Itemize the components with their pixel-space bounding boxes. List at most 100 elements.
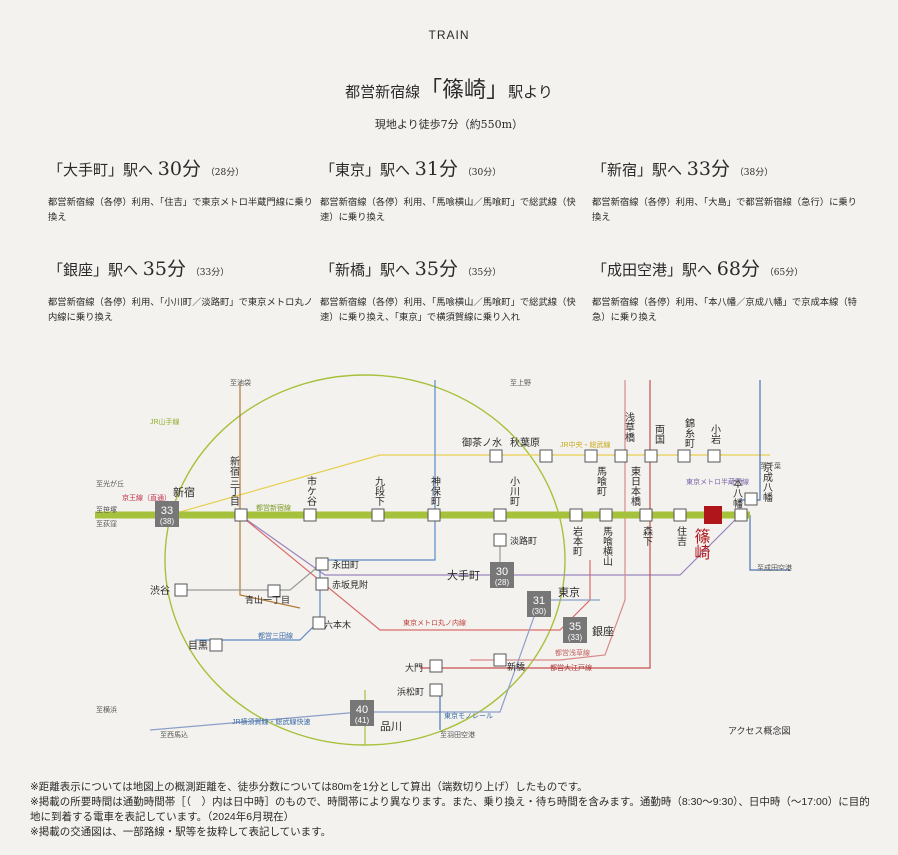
station-higashinihombashi: 東日本橋	[629, 465, 641, 507]
station-marker-kinshicho	[677, 449, 691, 463]
station-marker-iwamotocho	[569, 508, 583, 522]
station-aoyama: 青山一丁目	[245, 594, 290, 606]
terminal-chiba: 至千葉	[760, 461, 781, 470]
station-marker-jimbocho	[427, 508, 441, 522]
route-ginza: 「銀座」駅へ 35分 （33分） 都営新宿線（各停）利用、「小川町／淡路町」で東…	[48, 254, 313, 325]
route-minutes: 68分	[716, 258, 760, 280]
badge-tokyo: 31 (30)	[527, 591, 551, 617]
route-daytime: （33分）	[190, 268, 230, 278]
oedo-line	[420, 380, 651, 669]
route-desc: 都営新宿線（各停）利用、「住吉」で東京メトロ半蔵門線に乗り換え	[48, 197, 313, 223]
station-marker-akihabara	[539, 449, 553, 463]
route-dest: 「東京」駅へ	[320, 161, 411, 179]
route-daytime: （30分）	[462, 168, 502, 178]
route-dest: 「新橋」駅へ	[320, 261, 411, 279]
station-marker-motoyawata	[734, 508, 748, 522]
station-kudanshita: 九段下	[373, 476, 385, 507]
section-label: TRAIN	[428, 28, 470, 42]
badge-daytime: (41)	[355, 716, 370, 725]
badge-daytime: (30)	[532, 607, 547, 616]
badge-minutes: 31	[533, 595, 545, 607]
label-mita: 都営三田線	[258, 631, 293, 640]
route-dest: 「新宿」駅へ	[592, 161, 683, 179]
terminal-ikebukuro: 至池袋	[230, 378, 251, 387]
map-caption: アクセス概念図	[728, 725, 791, 736]
station-marker-shibuya	[174, 583, 188, 597]
badge-minutes: 33	[161, 505, 173, 517]
route-desc: 都営新宿線（各停）利用、「馬喰横山／馬喰町」で総武線（快速）に乗り換え、「東京」…	[320, 297, 576, 323]
station-motoyawata: 本八幡	[731, 477, 743, 509]
terminal-haneda: 至羽田空港	[440, 730, 475, 739]
station-marker-ochanomizu	[489, 449, 503, 463]
connector-shibuya	[180, 564, 321, 591]
station-marker-kudanshita	[371, 508, 385, 522]
terminal-hikarigaoka: 至光が丘	[96, 479, 124, 488]
station-marker-daimon	[429, 659, 443, 673]
station-shinjuku: 新宿	[173, 485, 195, 499]
headline-suffix: 駅より	[508, 83, 553, 101]
station-nagatacho: 永田町	[332, 559, 359, 571]
route-daytime: （28分）	[205, 168, 245, 178]
station-ochanomizu: 御茶ノ水	[462, 436, 502, 449]
station-marker-ogawamachi	[493, 508, 507, 522]
footnotes: ※距離表示については地図上の概測距離を、徒歩分数については80mを1分として算出…	[30, 780, 870, 840]
badge-shinjuku: 33 (38)	[155, 501, 179, 527]
station-marker-shinozaki	[704, 506, 722, 524]
terminal-ueno: 至上野	[510, 378, 531, 387]
route-dest: 「成田空港」駅へ	[592, 261, 713, 279]
label-hanzomon: 東京メトロ半蔵門線	[686, 477, 749, 486]
station-otemachi: 大手町	[447, 568, 480, 582]
label-yokosuka: JR横須賀線・総武線快速	[232, 717, 311, 726]
station-marker-ryogoku	[614, 449, 628, 463]
route-minutes: 35分	[142, 258, 186, 280]
station-kinshicho: 錦糸町	[683, 417, 695, 448]
station-bakuroyokoyama: 馬喰横山	[601, 526, 613, 566]
station-marker-meguro	[209, 638, 223, 652]
route-desc: 都営新宿線（各停）利用、「本八幡／京成八幡」で京成本線（特急）に乗り換え	[592, 297, 857, 323]
station-marker-awajicho	[493, 533, 507, 547]
badge-minutes: 40	[356, 704, 368, 716]
badge-shinagawa: 40 (41)	[350, 700, 374, 726]
label-marunouchi: 東京メトロ丸ノ内線	[403, 618, 466, 627]
route-daytime: （35分）	[462, 268, 502, 278]
label-shinjuku-line: 都営新宿線	[256, 503, 291, 512]
headline: 都営新宿線「篠崎」駅より	[0, 72, 898, 104]
badge-minutes: 35	[569, 621, 581, 633]
route-tokyo: 「東京」駅へ 31分 （30分） 都営新宿線（各停）利用、「馬喰横山／馬喰町」で…	[320, 154, 585, 225]
label-monorail: 東京モノレール	[444, 711, 493, 720]
footnote: ※掲載の交通図は、一部路線・駅等を抜粋して表記しています。	[30, 826, 332, 838]
station-marker-bakuroyokoyama	[599, 508, 613, 522]
label-chuo-sobu: JR中央・総武線	[560, 440, 611, 449]
station-marker-koiwa	[707, 449, 721, 463]
headline-line: 都営新宿線	[345, 83, 421, 101]
asakusa-line	[470, 380, 626, 661]
station-marker-shimbashi	[493, 653, 507, 667]
headline-station: 「篠崎」	[420, 78, 509, 103]
station-shibuya: 渋谷	[150, 584, 170, 597]
station-shinozaki: 篠崎	[692, 528, 711, 560]
badge-daytime: (28)	[495, 578, 510, 587]
route-desc: 都営新宿線（各停）利用、「馬喰横山／馬喰町」で総武線（快速）に乗り換え	[320, 197, 576, 223]
walk-note: 現地より徒歩7分（約550m）	[374, 118, 524, 131]
chuo-sobu-line	[179, 454, 770, 513]
route-narita: 「成田空港」駅へ 68分 （65分） 都営新宿線（各停）利用、「本八幡／京成八幡…	[592, 254, 857, 325]
station-marker-ichigaya	[303, 508, 317, 522]
station-marker-sumiyoshi	[673, 508, 687, 522]
station-shimbashi: 新橋	[507, 661, 525, 673]
route-desc: 都営新宿線（各停）利用、「大島」で都営新宿線（急行）に乗り換え	[592, 197, 857, 223]
terminal-ogikubo: 至荻窪	[96, 519, 117, 528]
station-daimon: 大門	[405, 662, 423, 674]
station-marker-aoyama	[267, 584, 281, 598]
terminal-yokohama: 至横浜	[96, 705, 117, 714]
station-hamamatsucho: 浜松町	[397, 686, 424, 698]
keisei-line-branch	[749, 515, 790, 571]
station-marker-higashinihombashi	[644, 449, 658, 463]
station-ichigaya: 市ケ谷	[305, 475, 317, 507]
station-keiseiyawata: 京成八幡	[761, 461, 773, 503]
station-sumiyoshi: 住吉	[675, 525, 687, 547]
station-ryogoku: 両国	[653, 424, 665, 445]
station-ogawamachi: 小川町	[508, 476, 520, 506]
station-meguro: 目黒	[188, 640, 208, 652]
station-jimbocho: 神保町	[429, 475, 441, 506]
route-dest: 「銀座」駅へ	[48, 261, 139, 279]
